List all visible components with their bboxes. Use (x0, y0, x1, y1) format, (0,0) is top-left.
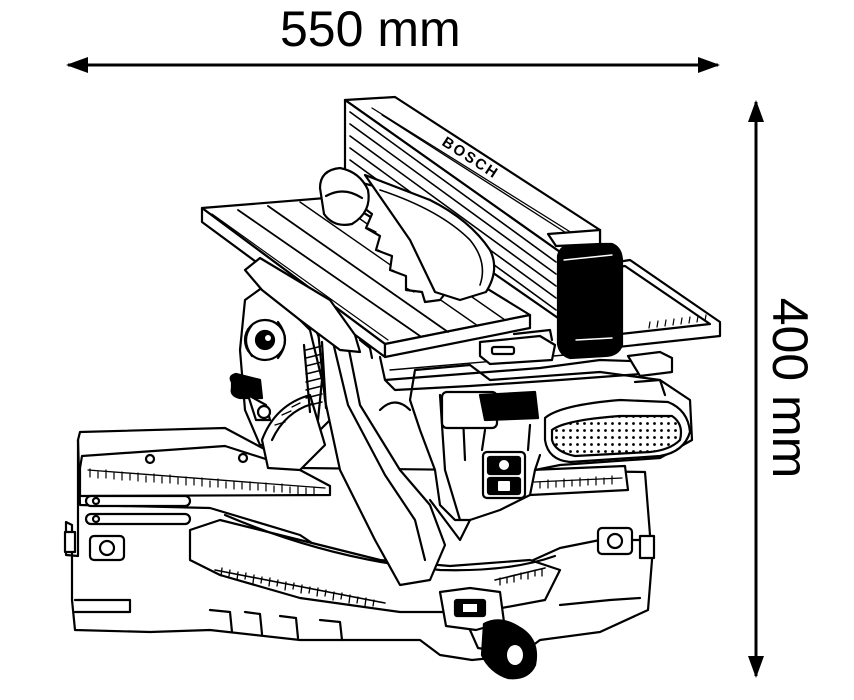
motor-housing (378, 363, 694, 542)
left-fence-ruler (78, 444, 332, 526)
front-handle (438, 586, 538, 680)
width-dimension-label: 550 mm (280, 1, 461, 57)
saw-blade (318, 166, 496, 304)
width-dimension-arrow (66, 57, 720, 73)
rip-fence (343, 95, 624, 366)
lower-blade-guard (260, 393, 327, 472)
saw-table-top (200, 195, 722, 392)
right-support-column (626, 350, 674, 397)
right-fence-ruler (528, 464, 630, 497)
height-dimension-arrow (748, 100, 764, 678)
saw-arm (302, 328, 447, 587)
